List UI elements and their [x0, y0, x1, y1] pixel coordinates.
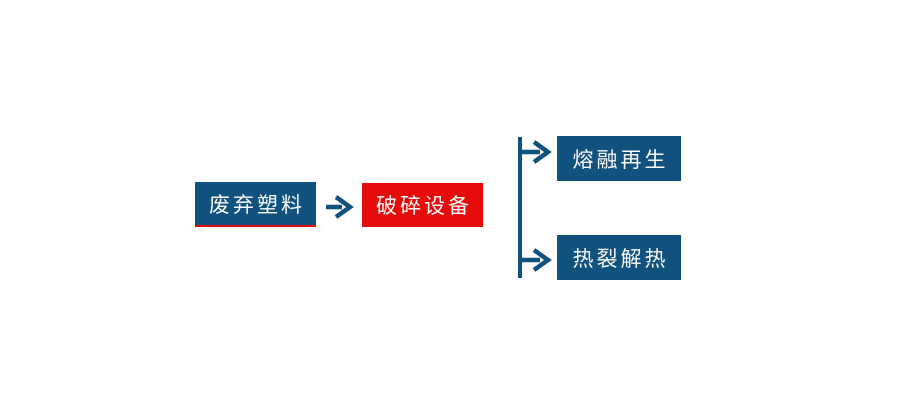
arrow-top-branch [520, 140, 552, 164]
node-pyrolysis-heat-label: 热裂解热 [572, 247, 669, 271]
node-crushing-equipment-label: 破碎设备 [376, 195, 472, 218]
arrow-main [326, 195, 354, 219]
node-pyrolysis-heat: 热裂解热 [557, 235, 681, 280]
node-melt-regeneration: 熔融再生 [557, 136, 681, 181]
node-waste-plastic: 废弃塑料 [195, 182, 316, 227]
node-waste-plastic-label: 废弃塑料 [209, 193, 305, 217]
node-crushing-equipment: 破碎设备 [362, 183, 483, 227]
arrow-bottom-branch [520, 248, 552, 272]
node-melt-regeneration-label: 熔融再生 [572, 148, 669, 172]
